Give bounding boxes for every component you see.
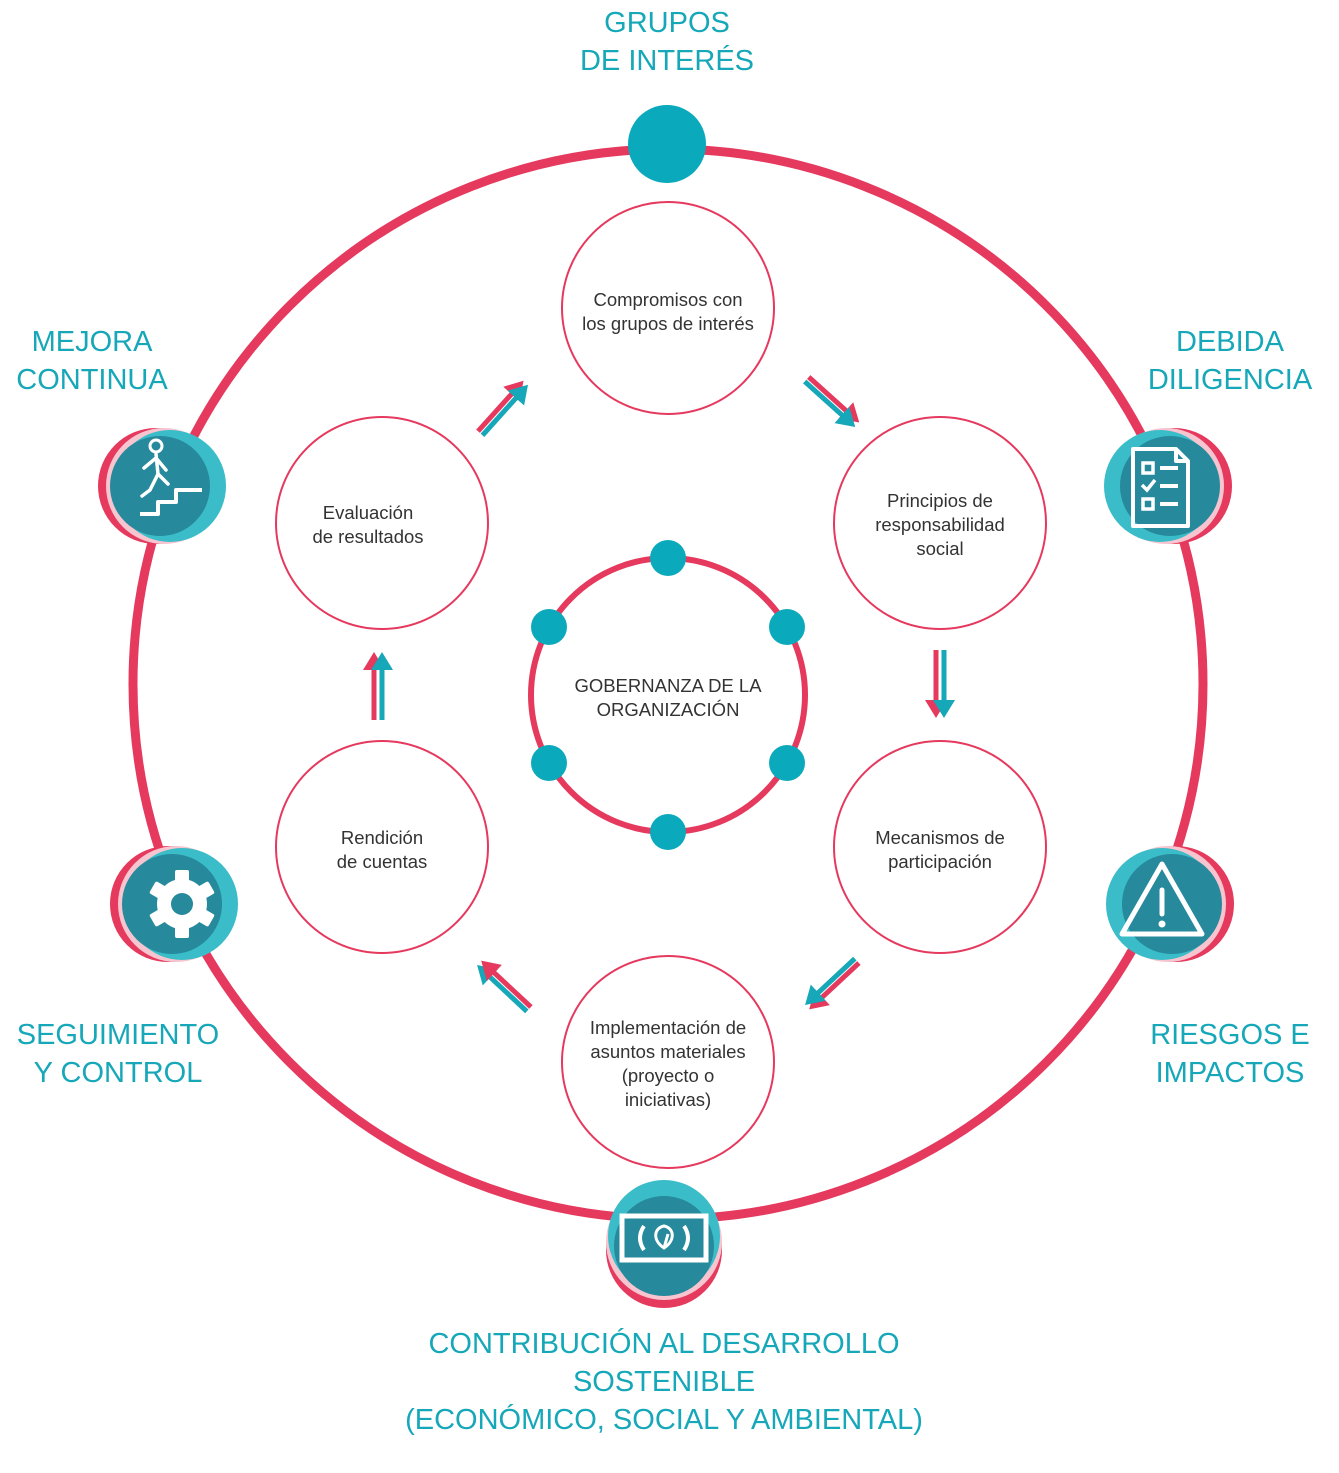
step-label-line: participación (888, 851, 992, 872)
center-label-line: GOBERNANZA DE LA (574, 675, 762, 696)
step-circle-implementacion (561, 955, 775, 1169)
step-label-line: Implementación de (589, 1017, 747, 1038)
stage-label-mejora: MEJORA CONTINUA (0, 323, 184, 399)
stage-label-grupos: GRUPOS DE INTERÉS (567, 4, 767, 80)
step-label-line: Evaluación (322, 502, 414, 523)
stage-label-debida: DEBIDA DILIGENCIA (1125, 323, 1335, 399)
step-circle-principios (833, 416, 1047, 630)
stage-label-line: DE INTERÉS (579, 45, 755, 77)
center-label-gobernanza: GOBERNANZA DE LA ORGANIZACIÓN (548, 674, 788, 722)
step-label-line: los grupos de interés (582, 313, 754, 334)
step-label-evaluacion: Evaluación de resultados (268, 501, 468, 549)
arrow-compromisos-to-principios (803, 375, 860, 427)
stage-label-contribucion: CONTRIBUCIÓN AL DESARROLLO SOSTENIBLE (E… (344, 1325, 984, 1439)
step-label-rendicion: Rendición de cuentas (282, 826, 482, 874)
stage-label-line: SOSTENIBLE (572, 1366, 756, 1398)
step-label-line: Compromisos con (593, 289, 743, 310)
step-label-line: iniciativas) (624, 1089, 712, 1110)
step-label-line: (proyecto o (621, 1065, 715, 1086)
warning-triangle-icon (1106, 846, 1234, 962)
step-label-line: asuntos materiales (590, 1041, 746, 1062)
arrow-mecanismos-to-implementacion (805, 956, 861, 1010)
step-label-line: de resultados (312, 526, 424, 547)
arrow-implementacion-to-rendicion (477, 960, 533, 1014)
step-circle-compromisos (561, 201, 775, 415)
step-circle-rendicion (275, 740, 489, 954)
solid-circle-icon (628, 105, 706, 183)
checklist-document-icon (1104, 428, 1232, 544)
step-circle-mecanismos (833, 740, 1047, 954)
step-label-line: responsabilidad (875, 514, 1005, 535)
step-label-principios: Principios de responsabilidad social (840, 489, 1040, 561)
stage-label-line: RIESGOS E (1150, 1019, 1310, 1051)
leaf-banknote-icon (606, 1180, 722, 1308)
step-label-mecanismos: Mecanismos de participación (840, 826, 1040, 874)
step-circle-evaluacion (275, 416, 489, 630)
gear-icon (110, 846, 238, 962)
stage-label-line: DEBIDA (1176, 326, 1284, 358)
stage-label-line: CONTRIBUCIÓN AL DESARROLLO (428, 1328, 900, 1360)
step-label-implementacion: Implementación de asuntos materiales (pr… (568, 1016, 768, 1112)
stage-label-riesgos: RIESGOS E IMPACTOS (1125, 1016, 1335, 1092)
governance-nodes (531, 540, 805, 850)
arrow-principios-to-mecanismos (925, 650, 955, 718)
stage-label-line: SEGUIMIENTO (16, 1019, 220, 1051)
arrow-evaluacion-to-compromisos (476, 380, 528, 437)
stage-label-line: DILIGENCIA (1147, 364, 1313, 396)
step-label-line: de cuentas (336, 851, 428, 872)
stage-label-line: GRUPOS (604, 7, 730, 39)
arrow-rendicion-to-evaluacion (363, 652, 393, 720)
stage-label-seguimiento: SEGUIMIENTO Y CONTROL (2, 1016, 234, 1092)
stage-label-line: IMPACTOS (1155, 1057, 1305, 1089)
step-label-line: social (916, 538, 964, 559)
center-label-line: ORGANIZACIÓN (596, 699, 740, 720)
stage-label-line: Y CONTROL (33, 1057, 203, 1089)
step-label-compromisos: Compromisos con los grupos de interés (568, 288, 768, 336)
person-climbing-stairs-icon (98, 428, 226, 544)
stage-label-line: CONTINUA (16, 364, 168, 396)
step-label-line: Mecanismos de (875, 827, 1005, 848)
step-label-line: Principios de (887, 490, 993, 511)
stage-label-line: (ECONÓMICO, SOCIAL Y AMBIENTAL) (405, 1404, 923, 1436)
stage-label-line: MEJORA (31, 326, 153, 358)
step-label-line: Rendición (340, 827, 424, 848)
